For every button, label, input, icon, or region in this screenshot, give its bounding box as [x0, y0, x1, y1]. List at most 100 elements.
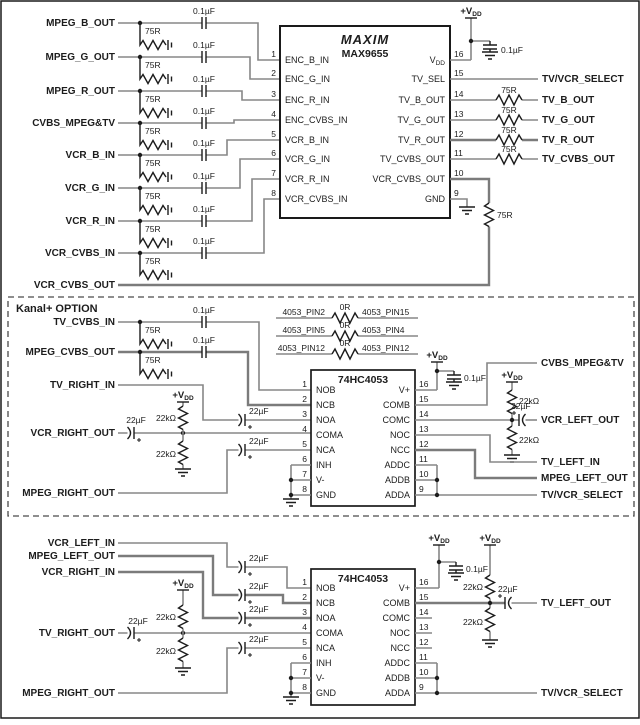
- ground-symbol: [458, 206, 476, 215]
- value-75r: 75R: [145, 325, 161, 335]
- net-label-vcr-cvbs-in: VCR_CVBS_IN: [45, 248, 115, 259]
- net-label-vcr-right-in: VCR_RIGHT_IN: [42, 567, 115, 578]
- bias-divider-mid-left: +VDD 22kΩ 22kΩ: [156, 390, 194, 477]
- net-label-tv-vcr-select: TV/VCR_SELECT: [541, 688, 623, 699]
- pin-number: 1: [302, 379, 307, 389]
- net-label-tv-cvbs-out: TV_CVBS_OUT: [542, 154, 615, 165]
- capacitor-symbol: [482, 40, 498, 53]
- wire: [118, 647, 311, 694]
- pin-label: V+: [399, 583, 410, 593]
- pin-number: 11: [454, 148, 463, 158]
- wire: [118, 449, 311, 494]
- net-label-tv-right-in: TV_RIGHT_IN: [50, 380, 115, 391]
- bias-divider-bottom-left: +VDD 22kΩ 22kΩ: [156, 578, 194, 676]
- pin-number: 14: [419, 409, 429, 419]
- pin-number: 2: [302, 394, 307, 404]
- net-label-mpeg-left-out: MPEG_LEFT_OUT: [28, 551, 115, 562]
- chip-part-number: MAX9655: [342, 48, 389, 60]
- value-75r: 75R: [145, 60, 161, 70]
- pin-number: 1: [271, 49, 276, 59]
- value-75r: 75R: [497, 210, 513, 220]
- pin-number: 5: [271, 129, 276, 139]
- junction-dot: [288, 675, 294, 681]
- capacitor-22uf-symbol: [126, 426, 142, 443]
- pin-number: 15: [419, 394, 429, 404]
- value-75r: 75R: [145, 355, 161, 365]
- resistor-22k-symbol: [177, 405, 189, 431]
- wire: [118, 177, 491, 287]
- pin-label: NCC: [391, 643, 411, 653]
- resistor-75r-symbol: [495, 153, 523, 165]
- value-22uf: 22µF: [511, 401, 531, 411]
- net-label-tv-cvbs-in: TV_CVBS_IN: [53, 317, 115, 328]
- pin-number: 10: [419, 469, 429, 479]
- chip-body: [279, 25, 451, 219]
- wire: [489, 545, 537, 640]
- junction-dot: [468, 38, 474, 44]
- wire: [118, 158, 280, 189]
- wire: [118, 139, 280, 156]
- resistor-22k-symbol: [506, 425, 518, 451]
- pin-label: COMC: [383, 415, 411, 425]
- pin-number: 6: [302, 454, 307, 464]
- pin-label: ENC_CVBS_IN: [285, 115, 348, 125]
- pin-label: NOC: [390, 628, 411, 638]
- bottom-section: 22µF VCR_LEFT_IN 22µF MPEG_LEFT_OUT 22µF…: [22, 533, 623, 706]
- ground-symbol: [174, 667, 192, 676]
- pin-number: 13: [454, 109, 464, 119]
- value-0.1uf: 0.1µF: [193, 204, 215, 214]
- pin-number: 15: [419, 592, 429, 602]
- pin-number: 5: [302, 637, 307, 647]
- pin-number: 16: [454, 49, 464, 59]
- section-title: Kanal+ OPTION: [16, 303, 98, 315]
- wire: [415, 545, 456, 589]
- pin-number: 4: [302, 424, 307, 434]
- vdd-label: +VDD: [479, 533, 501, 545]
- value-0r: 0R: [340, 338, 351, 348]
- pin-label: GND: [316, 490, 337, 500]
- value-22uf: 22µF: [249, 436, 269, 446]
- value-0.1uf: 0.1µF: [193, 6, 215, 16]
- value-0.1uf: 0.1µF: [193, 138, 215, 148]
- value-22uf: 22µF: [249, 581, 269, 591]
- top-output-wires: 75R 75R 75R 75R: [450, 78, 538, 165]
- net-label-tv-right-out: TV_RIGHT_OUT: [39, 628, 115, 639]
- pin-label-vdd: VDD: [430, 55, 446, 67]
- resistor-22k-symbol: [177, 604, 189, 630]
- bottom-vdd-network: +VDD 0.1µF: [415, 533, 488, 589]
- jumper-label: 4053_PIN12: [278, 343, 326, 353]
- chip-part-number: 74HC4053: [338, 374, 388, 386]
- wire: [118, 350, 311, 407]
- pin-label: TV_R_OUT: [398, 135, 446, 145]
- value-75r: 75R: [145, 26, 161, 36]
- pin-number: 7: [271, 168, 276, 178]
- pin-number: 1: [302, 577, 307, 587]
- wire: [118, 22, 280, 61]
- wire: [118, 321, 311, 391]
- capacitor-symbol: [201, 16, 207, 30]
- junction-dot: [288, 477, 294, 483]
- ground-symbol: [481, 51, 499, 60]
- value-75r: 75R: [145, 256, 161, 266]
- capacitor-symbol: [201, 214, 207, 228]
- wire: [118, 178, 280, 222]
- capacitor-symbol: [201, 116, 207, 130]
- pin-label: VCR_G_IN: [285, 154, 330, 164]
- pin-label: TV_CVBS_OUT: [380, 154, 446, 164]
- value-75r: 75R: [145, 191, 161, 201]
- pin-label: COMB: [383, 598, 410, 608]
- value-22uf: 22µF: [498, 584, 518, 594]
- pin-label: ADDC: [384, 460, 410, 470]
- capacitor-22uf-symbol: [237, 413, 253, 430]
- pin-number: 12: [454, 129, 464, 139]
- top-section: MPEG_B_OUT MPEG_G_OUT MPEG_R_OUT CVBS_MP…: [32, 6, 623, 291]
- pin-label: ADDC: [384, 658, 410, 668]
- value-0.1uf: 0.1µF: [501, 45, 523, 55]
- net-label-vcr-cvbs-out: VCR_CVBS_OUT: [34, 280, 115, 291]
- net-label-mpeg-r-out: MPEG_R_OUT: [46, 86, 115, 97]
- pin-number: 4: [302, 622, 307, 632]
- pin-number: 11: [419, 454, 428, 464]
- pin-number: 9: [454, 188, 459, 198]
